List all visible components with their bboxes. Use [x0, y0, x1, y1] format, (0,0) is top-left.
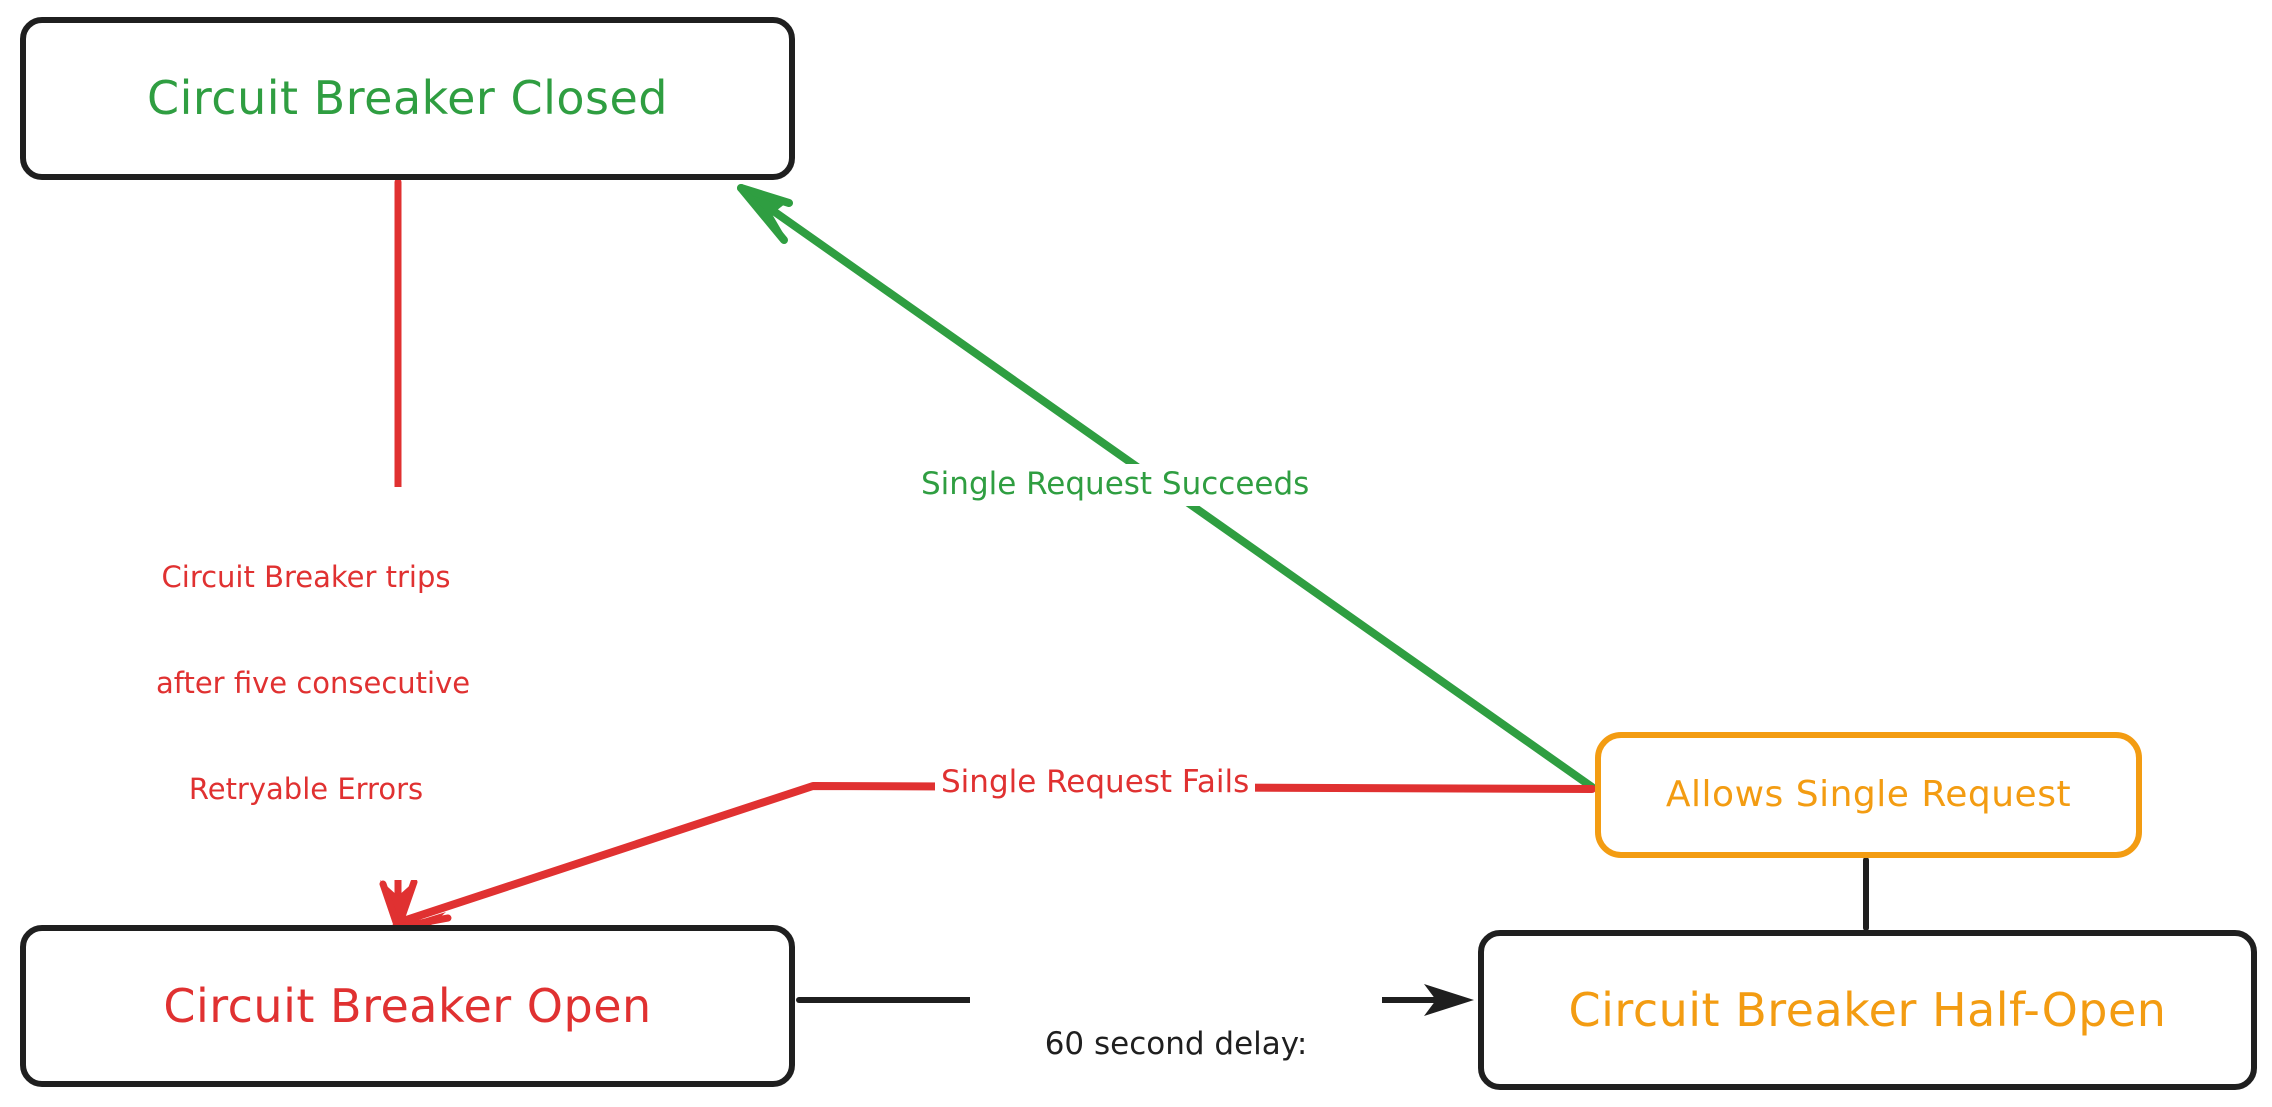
edge-label-trips: Circuit Breaker trips after five consecu… [150, 487, 471, 881]
edge-label-trips-line2: after five consecutive [156, 665, 471, 700]
edge-label-single-request-fails: Single Request Fails [935, 762, 1256, 804]
edge-label-single-request-succeeds: Single Request Succeeds [915, 464, 1316, 506]
edge-label-trips-line1: Circuit Breaker trips [161, 559, 451, 594]
node-circuit-breaker-open[interactable]: Circuit Breaker Open [20, 925, 795, 1087]
edge-fails [390, 782, 1596, 948]
edge-label-trips-line3: Retryable Errors [188, 772, 424, 806]
edge-label-delay: 60 second delay: No requests allowed [970, 948, 1382, 1107]
node-circuit-breaker-closed[interactable]: Circuit Breaker Closed [20, 17, 795, 180]
node-circuit-breaker-half-open[interactable]: Circuit Breaker Half-Open [1478, 930, 2257, 1090]
node-circuit-breaker-half-open-label: Circuit Breaker Half-Open [1568, 982, 2167, 1037]
node-circuit-breaker-open-label: Circuit Breaker Open [163, 978, 652, 1033]
node-circuit-breaker-closed-label: Circuit Breaker Closed [147, 71, 668, 126]
edge-label-delay-line1: 60 second delay: [1044, 1025, 1308, 1062]
node-allows-single-request[interactable]: Allows Single Request [1595, 732, 2142, 858]
node-allows-single-request-label: Allows Single Request [1665, 774, 2072, 816]
